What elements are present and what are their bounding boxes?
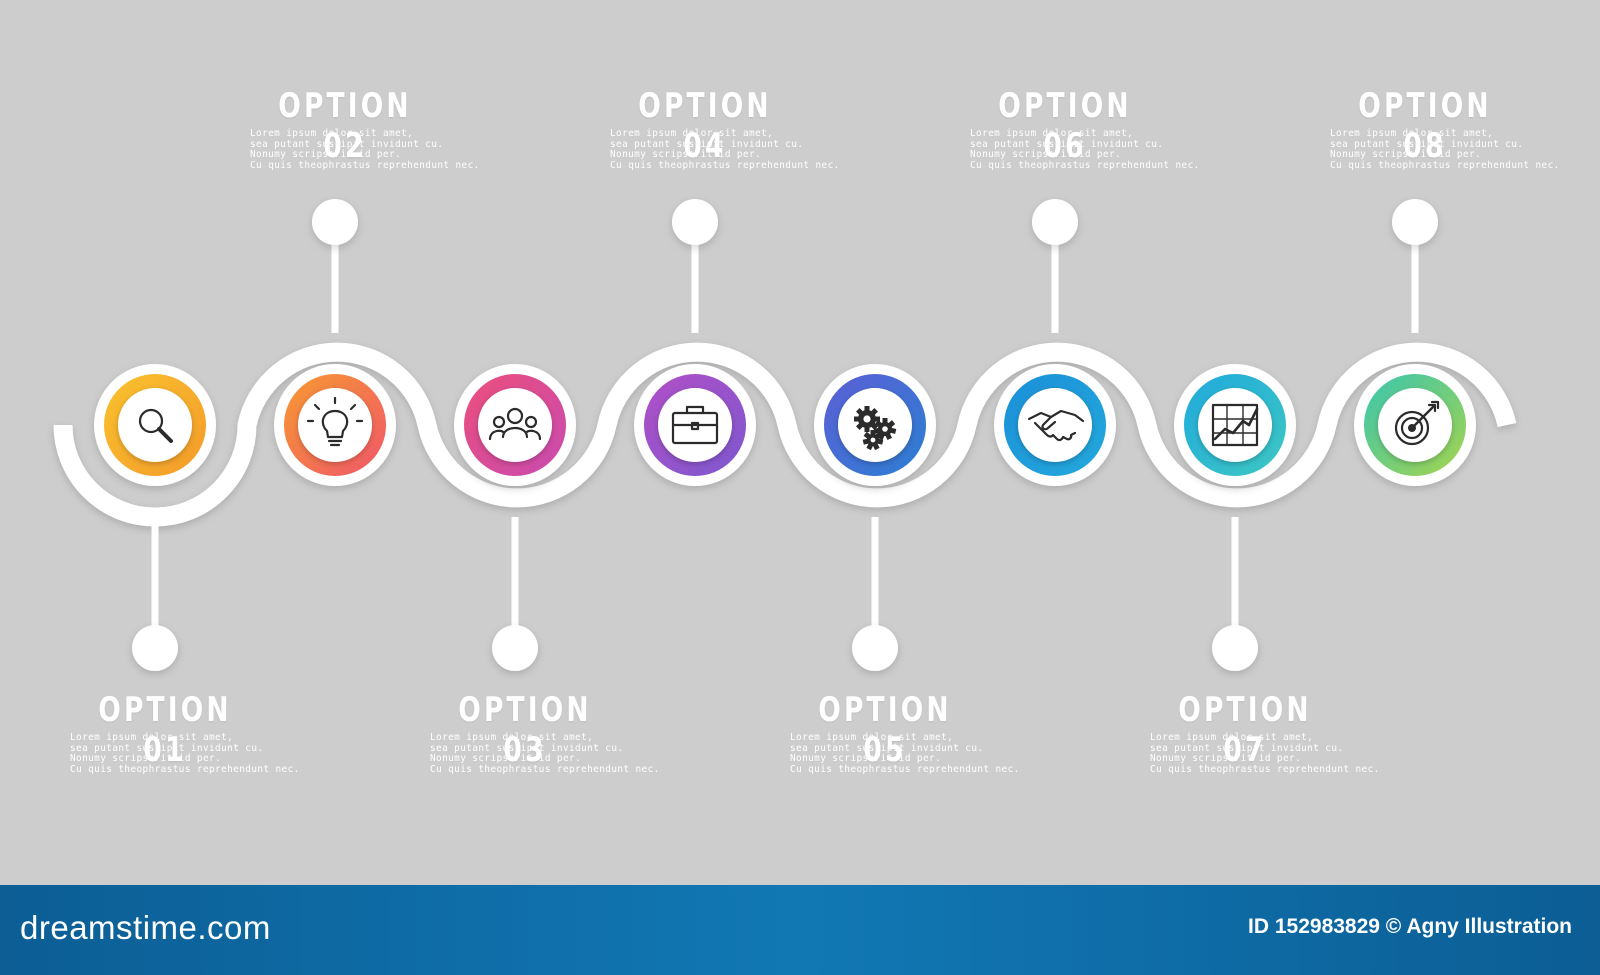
description-line: Cu quis theophrastus reprehendunt nec.	[250, 159, 480, 171]
node-inner-disc	[118, 388, 192, 462]
description-line: sea putant suscipit invidunt cu.	[610, 138, 804, 150]
option-description-7: Lorem ipsum dolor sit amet,sea putant su…	[1150, 732, 1380, 775]
option-node-5	[814, 364, 936, 671]
option-node-7	[1174, 364, 1296, 671]
description-line: Lorem ipsum dolor sit amet,	[1330, 128, 1494, 139]
description-line: Nonumy scripserit id per.	[70, 753, 222, 765]
connector-pin	[492, 625, 538, 671]
gears-icon	[854, 406, 897, 451]
option-title-4: OPTION 04	[638, 86, 772, 166]
connector-pin	[1032, 199, 1078, 245]
lightbulb-icon	[306, 396, 364, 447]
node-inner-disc	[478, 388, 552, 462]
option-description-5: Lorem ipsum dolor sit amet,sea putant su…	[790, 732, 1020, 775]
team-icon	[488, 407, 542, 441]
handshake-icon	[1027, 409, 1085, 442]
option-description-6: Lorem ipsum dolor sit amet,sea putant su…	[970, 128, 1200, 171]
connector-pin	[312, 199, 358, 245]
footer-logo: dreamstime.com	[20, 909, 271, 946]
option-node-8	[1354, 199, 1476, 486]
option-title-1: OPTION 01	[98, 690, 232, 770]
description-line: sea putant suscipit invidunt cu.	[970, 138, 1164, 150]
target-icon	[1394, 400, 1440, 446]
description-line: Nonumy scripserit id per.	[970, 149, 1122, 161]
option-title-2: OPTION 02	[278, 86, 412, 166]
connector-pin	[1392, 199, 1438, 245]
briefcase-icon	[671, 405, 719, 445]
connector-pin	[132, 625, 178, 671]
description-line: Cu quis theophrastus reprehendunt nec.	[70, 763, 300, 775]
description-line: Lorem ipsum dolor sit amet,	[70, 732, 234, 743]
magnifier-icon	[138, 408, 173, 443]
description-line: Nonumy scripserit id per.	[610, 149, 762, 161]
node-inner-disc	[1018, 388, 1092, 462]
option-node-3	[454, 364, 576, 671]
description-line: Cu quis theophrastus reprehendunt nec.	[970, 159, 1200, 171]
description-line: Lorem ipsum dolor sit amet,	[250, 128, 414, 139]
connector-pin	[852, 625, 898, 671]
description-line: sea putant suscipit invidunt cu.	[790, 742, 984, 754]
footer-bar: dreamstime.com ID 152983829 © Agny Illus…	[0, 885, 1600, 975]
description-line: sea putant suscipit invidunt cu.	[430, 742, 624, 754]
option-node-2	[274, 199, 396, 486]
description-line: Nonumy scripserit id per.	[1330, 149, 1482, 161]
option-node-1	[94, 364, 216, 671]
option-description-4: Lorem ipsum dolor sit amet,sea putant su…	[610, 128, 840, 171]
option-description-1: Lorem ipsum dolor sit amet,sea putant su…	[70, 732, 300, 775]
timeline-diagram	[53, 199, 1517, 671]
option-title-6: OPTION 06	[998, 86, 1132, 166]
description-line: Cu quis theophrastus reprehendunt nec.	[1330, 159, 1560, 171]
option-node-4	[634, 199, 756, 486]
timeline-infographic	[53, 199, 1517, 671]
description-line: Lorem ipsum dolor sit amet,	[790, 732, 954, 743]
description-line: Nonumy scripserit id per.	[1150, 753, 1302, 765]
description-line: Cu quis theophrastus reprehendunt nec.	[790, 763, 1020, 775]
description-line: Cu quis theophrastus reprehendunt nec.	[610, 159, 840, 171]
description-line: Lorem ipsum dolor sit amet,	[970, 128, 1134, 139]
description-line: Nonumy scripserit id per.	[790, 753, 942, 765]
footer-image-id: ID 152983829 © Agny Illustration	[1248, 915, 1572, 938]
option-title-8: OPTION 08	[1358, 86, 1492, 166]
description-line: sea putant suscipit invidunt cu.	[1330, 138, 1524, 150]
option-description-2: Lorem ipsum dolor sit amet,sea putant su…	[250, 128, 480, 171]
description-line: Nonumy scripserit id per.	[430, 753, 582, 765]
description-line: Cu quis theophrastus reprehendunt nec.	[430, 763, 660, 775]
description-line: sea putant suscipit invidunt cu.	[250, 138, 444, 150]
node-inner-disc	[1198, 388, 1272, 462]
description-line: Cu quis theophrastus reprehendunt nec.	[1150, 763, 1380, 775]
timeline-ribbon	[53, 342, 1517, 527]
description-line: Nonumy scripserit id per.	[250, 149, 402, 161]
growth-chart-icon	[1211, 403, 1259, 447]
connector-pin	[1212, 625, 1258, 671]
description-line: Lorem ipsum dolor sit amet,	[610, 128, 774, 139]
description-line: Lorem ipsum dolor sit amet,	[430, 732, 594, 743]
option-description-3: Lorem ipsum dolor sit amet,sea putant su…	[430, 732, 660, 775]
option-title-3: OPTION 03	[458, 690, 592, 770]
connector-pin	[672, 199, 718, 245]
option-node-6	[994, 199, 1116, 486]
description-line: sea putant suscipit invidunt cu.	[1150, 742, 1344, 754]
description-line: sea putant suscipit invidunt cu.	[70, 742, 264, 754]
option-description-8: Lorem ipsum dolor sit amet,sea putant su…	[1330, 128, 1560, 171]
description-line: Lorem ipsum dolor sit amet,	[1150, 732, 1314, 743]
option-title-5: OPTION 05	[818, 690, 952, 770]
option-title-7: OPTION 07	[1178, 690, 1312, 770]
